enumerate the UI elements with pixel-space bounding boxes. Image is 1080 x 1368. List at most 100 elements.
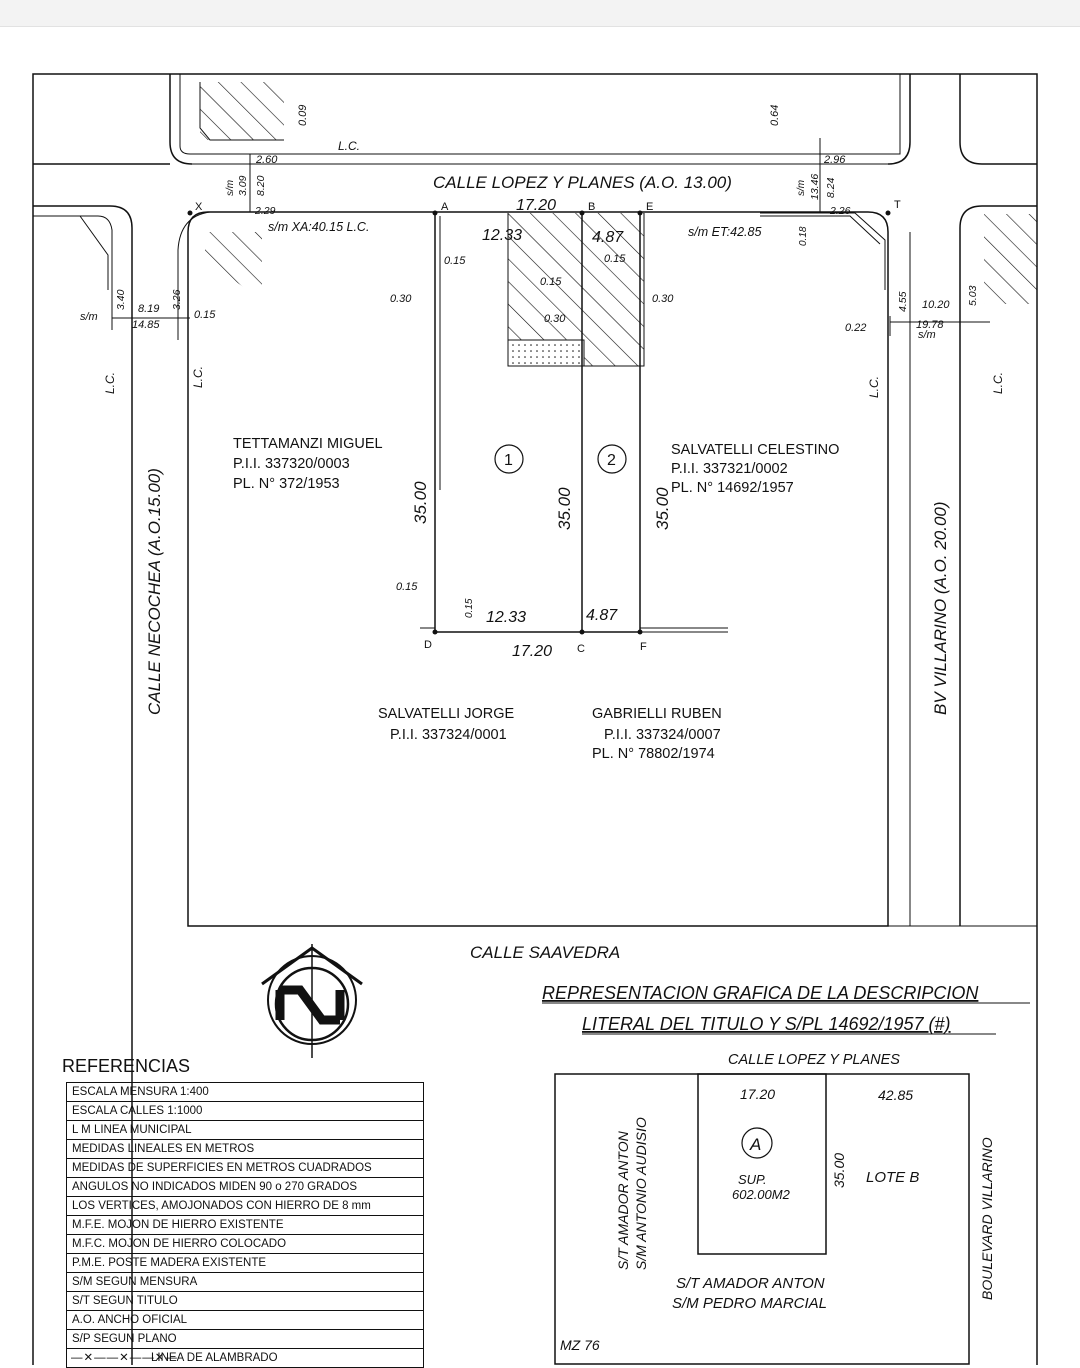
dim-4-87-top: 4.87 bbox=[592, 229, 624, 246]
reference-row: A.O. ANCHO OFICIAL bbox=[67, 1311, 423, 1330]
reference-row: P.M.E. POSTE MADERA EXISTENTE bbox=[67, 1254, 423, 1273]
dim-19-78: 19.78 bbox=[916, 319, 944, 331]
building-outline bbox=[507, 213, 645, 367]
building-outline bbox=[760, 215, 881, 245]
dim-10-20: 10.20 bbox=[922, 299, 950, 311]
block-edge bbox=[177, 211, 211, 330]
dim-4-55: 4.55 bbox=[897, 291, 909, 312]
reference-row: S/T SEGUN TITULO bbox=[67, 1292, 423, 1311]
dim-8-19: 8.19 bbox=[138, 303, 159, 315]
block-edge bbox=[959, 74, 1037, 165]
vertex-d-mark bbox=[432, 629, 438, 635]
reference-row: ANGULOS NO INDICADOS MIDEN 90 o 270 GRAD… bbox=[67, 1178, 423, 1197]
owner-name: TETTAMANZI MIGUEL bbox=[233, 436, 383, 452]
lc-label: L.C. bbox=[338, 139, 360, 153]
dim-8-24: 8.24 bbox=[825, 177, 837, 198]
dim-0-30: 0.30 bbox=[390, 293, 412, 305]
viewer-top-bar bbox=[0, 0, 1080, 27]
lot-2-number: 2 bbox=[607, 452, 616, 469]
dim-0-15: 0.15 bbox=[604, 253, 626, 265]
block-edge bbox=[33, 205, 133, 1365]
dim-5-03: 5.03 bbox=[967, 285, 979, 306]
rep-bottom-2: S/M PEDRO MARCIAL bbox=[672, 1295, 827, 1312]
street-bottom-label: CALLE SAAVEDRA bbox=[470, 943, 620, 962]
et-label: s/m ET:42.85 bbox=[688, 225, 761, 239]
owner-pii: P.I.I. 337321/0002 bbox=[671, 461, 788, 477]
rep-dim-42-85: 42.85 bbox=[878, 1087, 913, 1103]
dim-2-96: 2.96 bbox=[823, 154, 846, 166]
hatched-lot-2 bbox=[584, 213, 644, 366]
reference-row: ESCALA CALLES 1:1000 bbox=[67, 1102, 423, 1121]
hatched-building bbox=[984, 214, 1037, 304]
reference-row: L M LINEA MUNICIPAL bbox=[67, 1121, 423, 1140]
dim-0-09: 0.09 bbox=[297, 105, 309, 126]
dim-35-00: 35.00 bbox=[411, 481, 430, 524]
dim-35-00: 35.00 bbox=[555, 487, 574, 530]
lc-label: L.C. bbox=[191, 366, 205, 388]
dim-0-15: 0.15 bbox=[396, 581, 418, 593]
vertex-a: A bbox=[441, 201, 449, 213]
vertex-e-mark bbox=[637, 210, 643, 216]
dim-12-33-bottom: 12.33 bbox=[486, 609, 526, 626]
rep-street-top: CALLE LOPEZ Y PLANES bbox=[728, 1052, 900, 1068]
vertex-b: B bbox=[588, 201, 595, 213]
owner-pii: P.I.I. 337324/0001 bbox=[390, 727, 507, 743]
dimension-lines bbox=[112, 138, 990, 340]
dim-17-20-top: 17.20 bbox=[516, 197, 556, 214]
block-edge bbox=[887, 74, 911, 165]
dim-0-64: 0.64 bbox=[769, 105, 781, 126]
owner-pii: P.I.I. 337324/0007 bbox=[604, 727, 721, 743]
reference-row-fence: —✕——✕——✕—LINEA DE ALAMBRADO bbox=[67, 1349, 423, 1368]
block-edge bbox=[232, 74, 901, 155]
reference-row: MEDIDAS DE SUPERFICIES EN METROS CUADRAD… bbox=[67, 1159, 423, 1178]
street-left-label: CALLE NECOCHEA (A.O.15.00) bbox=[145, 468, 164, 715]
reference-row: ESCALA MENSURA 1:400 bbox=[67, 1083, 423, 1102]
building-outline bbox=[760, 212, 886, 290]
reference-row: S/P SEGUN PLANO bbox=[67, 1330, 423, 1349]
dim-4-87-bottom: 4.87 bbox=[586, 607, 618, 624]
owner-name: SALVATELLI CELESTINO bbox=[671, 442, 839, 458]
hatched-corner bbox=[205, 232, 262, 300]
rep-sup-value: 602.00M2 bbox=[732, 1187, 791, 1202]
dim-0-22: 0.22 bbox=[845, 322, 866, 334]
block-edge bbox=[959, 205, 1037, 926]
rep-lote-b: LOTE B bbox=[866, 1169, 919, 1186]
reference-row: LOS VERTICES, AMOJONADOS CON HIERRO DE 8… bbox=[67, 1197, 423, 1216]
block-edge bbox=[79, 215, 109, 290]
building-outline bbox=[199, 82, 284, 141]
vertex-a-mark bbox=[432, 210, 438, 216]
drawing-border bbox=[32, 73, 1038, 1365]
dim-2-29: 2.29 bbox=[254, 205, 276, 217]
street-right-label: BV VILLARINO (A.O. 20.00) bbox=[931, 501, 950, 715]
dim-17-20-bottom: 17.20 bbox=[512, 643, 552, 660]
dim-0-18: 0.18 bbox=[798, 226, 809, 246]
north-arrow-icon bbox=[261, 944, 363, 1058]
reference-row: M.F.C. MOJON DE HIERRO COLOCADO bbox=[67, 1235, 423, 1254]
vertex-c-mark bbox=[579, 629, 585, 635]
vertex-t: T bbox=[894, 199, 901, 211]
rep-dim-35-00: 35.00 bbox=[831, 1153, 847, 1188]
vertex-t-mark bbox=[885, 210, 891, 216]
vertex-x: X bbox=[195, 201, 203, 213]
dim-0-15: 0.15 bbox=[194, 309, 216, 321]
hatched-building bbox=[200, 82, 284, 140]
dim-14-85: 14.85 bbox=[132, 319, 160, 331]
lot-1-circle bbox=[494, 444, 524, 474]
vertex-c: C bbox=[577, 643, 585, 655]
dim-3-09: 3.09 bbox=[237, 175, 249, 196]
rep-mz: MZ 76 bbox=[560, 1337, 600, 1353]
fence-line-icon: —✕——✕——✕— bbox=[71, 1352, 178, 1364]
vertex-f-mark bbox=[637, 629, 643, 635]
dim-35-00: 35.00 bbox=[653, 487, 672, 530]
owner-pii: P.I.I. 337320/0003 bbox=[233, 456, 350, 472]
lot-2-circle bbox=[597, 444, 627, 474]
lc-label: L.C. bbox=[867, 376, 881, 398]
block-edge bbox=[169, 74, 193, 165]
vertex-b-mark bbox=[579, 210, 585, 216]
sm-label: s/m bbox=[80, 311, 98, 323]
dim-3-40: 3.40 bbox=[115, 289, 127, 310]
dim-3-26: 3.26 bbox=[171, 289, 183, 310]
dim-12-33-top: 12.33 bbox=[482, 227, 522, 244]
vertex-e: E bbox=[646, 201, 653, 213]
